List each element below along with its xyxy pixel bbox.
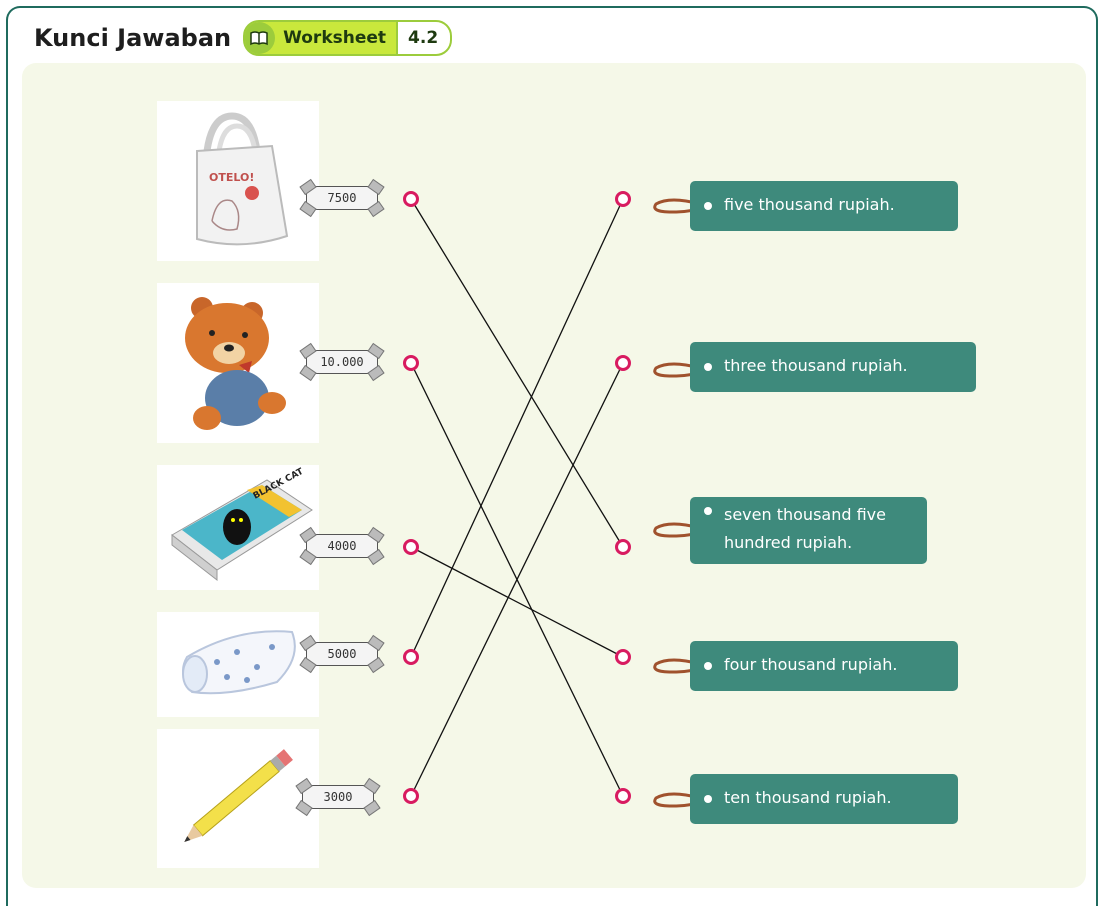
answer-tag: three thousand rupiah. bbox=[690, 342, 976, 392]
tag-string bbox=[653, 658, 700, 674]
match-line bbox=[410, 546, 624, 658]
price-label: 10.000 bbox=[320, 355, 364, 369]
match-line bbox=[410, 362, 624, 797]
answer-tag: five thousand rupiah. bbox=[690, 181, 958, 231]
left-dot[interactable] bbox=[403, 788, 419, 804]
answer-text: ten thousand rupiah. bbox=[724, 788, 892, 807]
answer-text: four thousand rupiah. bbox=[724, 655, 898, 674]
tag-string bbox=[653, 198, 700, 214]
tote-bag-image: OTELO! bbox=[157, 101, 319, 261]
pencil-case-image bbox=[157, 612, 319, 717]
pencil-image bbox=[157, 729, 319, 868]
price-tag-teddy-bear: 10.000 bbox=[299, 342, 385, 382]
page-title: Kunci Jawaban bbox=[34, 24, 232, 52]
right-dot[interactable] bbox=[615, 355, 631, 371]
price-tag-comic-book: 4000 bbox=[299, 526, 385, 566]
tag-string bbox=[653, 792, 700, 808]
answer-text-line2: hundred rupiah. bbox=[724, 533, 853, 552]
price-tag-pencil-case: 5000 bbox=[299, 634, 385, 674]
answer-tag: four thousand rupiah. bbox=[690, 641, 958, 691]
comic-book-image: BLACK CAT bbox=[157, 465, 319, 590]
right-dot[interactable] bbox=[615, 539, 631, 555]
price-label: 7500 bbox=[327, 191, 357, 205]
tag-string bbox=[653, 362, 700, 378]
header: Kunci Jawaban Worksheet 4.2 bbox=[34, 18, 453, 58]
right-dot[interactable] bbox=[615, 191, 631, 207]
answer-tag: ten thousand rupiah. bbox=[690, 774, 958, 824]
price-label: 3000 bbox=[323, 790, 353, 804]
book-icon bbox=[245, 22, 276, 54]
price-label: 4000 bbox=[327, 539, 357, 553]
worksheet-label: Worksheet bbox=[283, 28, 387, 48]
price-label: 5000 bbox=[327, 647, 357, 661]
bag-text: OTELO! bbox=[209, 171, 254, 184]
left-dot[interactable] bbox=[403, 355, 419, 371]
answer-text: five thousand rupiah. bbox=[724, 195, 895, 214]
teddy-bear-image bbox=[157, 283, 319, 443]
price-tag-tote-bag: 7500 bbox=[299, 178, 385, 218]
answer-text-line1: seven thousand five bbox=[724, 505, 886, 524]
match-line bbox=[410, 198, 624, 658]
worksheet-number: 4.2 bbox=[396, 22, 451, 54]
right-dot[interactable] bbox=[615, 649, 631, 665]
worksheet-badge: Worksheet 4.2 bbox=[243, 20, 453, 56]
match-line bbox=[410, 198, 624, 548]
tag-string bbox=[653, 522, 700, 538]
right-dot[interactable] bbox=[615, 788, 631, 804]
answer-tag: seven thousand five hundred rupiah. bbox=[690, 497, 927, 564]
price-tag-pencil: 3000 bbox=[295, 777, 381, 817]
answer-text: three thousand rupiah. bbox=[724, 356, 908, 375]
left-dot[interactable] bbox=[403, 191, 419, 207]
left-dot[interactable] bbox=[403, 539, 419, 555]
left-dot[interactable] bbox=[403, 649, 419, 665]
